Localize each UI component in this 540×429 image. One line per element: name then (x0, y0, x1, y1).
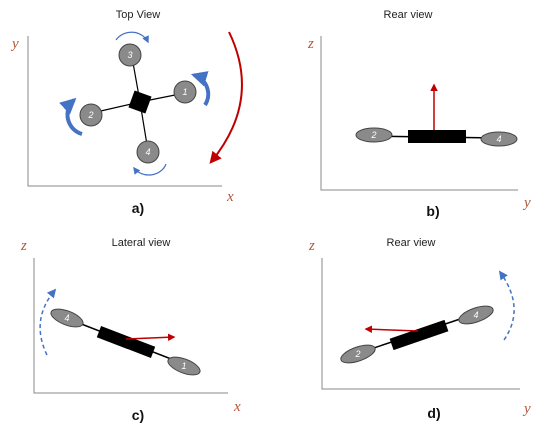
panel-c-rotor-1-number: 1 (181, 361, 186, 371)
rotor-2-rotation-arrow (59, 97, 83, 136)
panel-a-axes (27, 36, 222, 187)
panel-b-rotor-2: 2 (355, 127, 393, 143)
panel-b-z-axis-label: z (307, 36, 314, 52)
panel-d-z-axis-label: z (308, 238, 315, 254)
panel-d-roll-arrow (498, 270, 515, 341)
panel-d: Rear view z y d) 2 4 (308, 237, 531, 421)
panel-b-axes (320, 36, 518, 191)
rotor-4-rotation-arrow (133, 163, 167, 176)
rotor-4-number: 4 (145, 147, 150, 157)
panel-d-axes (321, 258, 520, 390)
rotor-3-number: 3 (127, 50, 132, 60)
panel-d-rotor-2-number: 2 (354, 349, 360, 359)
panel-c-title: Lateral view (112, 237, 171, 249)
panel-b-title: Rear view (384, 9, 433, 21)
panel-c-axes (33, 258, 228, 394)
panel-b-body (408, 130, 466, 143)
rotor-2: 2 (79, 103, 103, 127)
panel-d-rotor-4-number: 4 (473, 310, 478, 320)
panel-c: Lateral view z x c) 4 1 (20, 237, 241, 423)
panel-a-label: a) (132, 200, 144, 216)
panel-b: Rear view z y b) 2 4 (307, 9, 531, 219)
panel-c-rotor-4: 4 (50, 308, 84, 328)
panel-c-rotor-1: 1 (167, 356, 201, 376)
panel-c-thrust-arrow (125, 333, 176, 341)
panel-b-label: b) (426, 203, 439, 219)
panel-b-rotor-2-number: 2 (370, 130, 376, 140)
panel-d-title: Rear view (387, 237, 436, 249)
panel-c-rotor-4-number: 4 (64, 313, 69, 323)
panel-b-rotor-4: 4 (480, 131, 518, 147)
rotor-1-number: 1 (182, 87, 187, 97)
panel-a-y-axis-label: y (10, 36, 19, 52)
panel-c-x-axis-label: x (233, 399, 241, 415)
panel-d-label: d) (427, 405, 440, 421)
panel-b-y-axis-label: y (522, 195, 531, 211)
yaw-rotation-arrow (209, 31, 243, 164)
panel-a-title: Top View (116, 9, 160, 21)
panel-d-body (389, 319, 449, 351)
rotor-2-number: 2 (87, 110, 93, 120)
rotor-3-rotation-arrow (115, 31, 149, 44)
panel-d-thrust-arrow (364, 325, 419, 333)
panel-d-rotor-4: 4 (458, 305, 494, 325)
panel-c-z-axis-label: z (20, 238, 27, 254)
panel-b-rotor-4-number: 4 (496, 134, 501, 144)
panel-c-label: c) (132, 407, 144, 423)
rotor-1-rotation-arrow (190, 71, 211, 107)
panel-a: Top View y x a) 3 1 2 4 (10, 9, 243, 216)
rotor-3: 3 (118, 43, 142, 67)
rotor-1: 1 (173, 80, 197, 104)
panel-d-rotor-2: 2 (340, 344, 376, 364)
panel-c-pitch-arrow (39, 288, 57, 356)
panel-d-y-axis-label: y (522, 401, 531, 417)
panel-c-body (96, 326, 156, 358)
panel-a-x-axis-label: x (226, 189, 234, 205)
drone-body (128, 90, 152, 114)
rotor-4: 4 (136, 140, 160, 164)
